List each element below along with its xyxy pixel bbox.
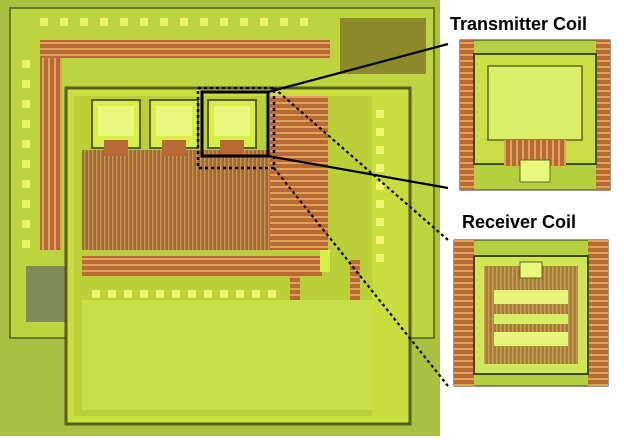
bond-pads-left (22, 60, 30, 248)
transmitter-highlight-box (200, 90, 270, 158)
routing-right-vertical (270, 96, 328, 250)
inner-die (64, 86, 412, 426)
receiver-highlight-box (196, 86, 276, 170)
bond-pads-right (376, 110, 384, 262)
routing-left (40, 58, 62, 250)
transmitter-coil-inset (459, 39, 611, 191)
transmitter-coil-array (91, 99, 257, 156)
bond-pads-bottom (92, 290, 276, 298)
coil-cell-1 (91, 99, 141, 156)
coil-cell-3 (207, 99, 257, 156)
receiver-coil-inset (453, 239, 609, 387)
coil-cell-2 (149, 99, 199, 156)
top-right-block (340, 18, 426, 74)
lower-plain-area (82, 300, 372, 410)
bottom-left-block (26, 266, 68, 322)
bond-pads-top (40, 18, 308, 26)
transmitter-coil-label: Transmitter Coil (450, 14, 588, 34)
callout-lines (267, 42, 449, 387)
receiver-coil-label: Receiver Coil (462, 212, 577, 232)
